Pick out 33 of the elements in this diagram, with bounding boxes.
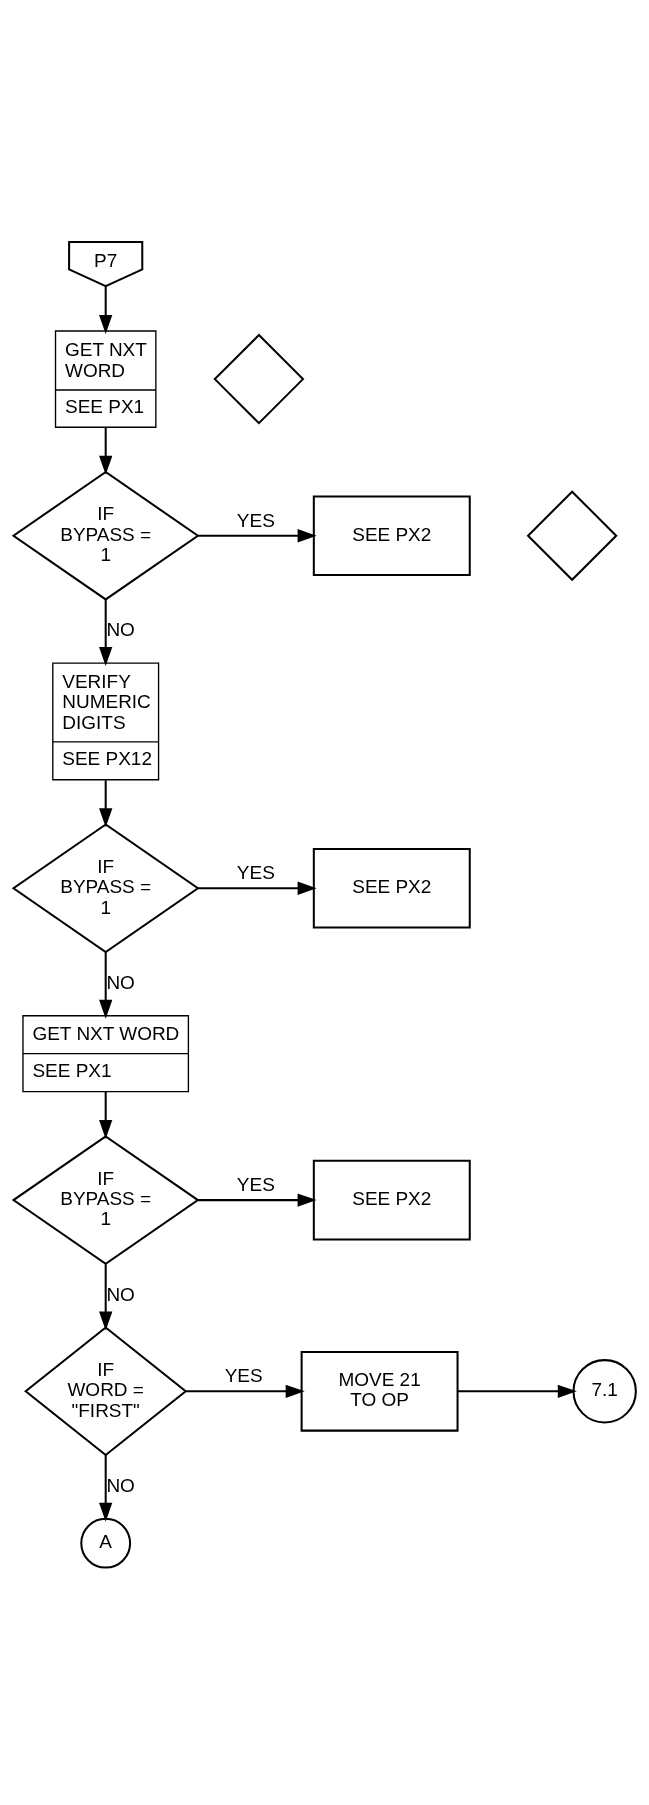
- node-box: SEE PX2: [312, 1159, 471, 1241]
- node-diamond: IF BYPASS = 1: [11, 823, 200, 954]
- arrow: [457, 1384, 577, 1398]
- node-diamond: IF WORD = "FIRST": [24, 1326, 188, 1457]
- node-box: MOVE 21 TO OP: [300, 1350, 459, 1432]
- arrow: [186, 1384, 305, 1398]
- arrow: [99, 952, 113, 1019]
- arrow: [99, 780, 113, 828]
- edge-label: NO: [106, 971, 135, 993]
- node-circle: A: [80, 1517, 132, 1569]
- edge-label: YES: [236, 1173, 275, 1195]
- node-diamond: IF BYPASS = 1: [11, 1135, 200, 1266]
- arrow: [99, 599, 113, 666]
- node-diamond: IF BYPASS = 1: [11, 470, 200, 601]
- node-box: SEE PX2: [312, 847, 471, 929]
- node-box: SEE PX2: [312, 495, 471, 577]
- node-circle: 7.1: [572, 1359, 637, 1424]
- arrow: [99, 1091, 113, 1140]
- edge-label: YES: [224, 1365, 263, 1387]
- edge-label: YES: [236, 509, 275, 531]
- arrow: [99, 1455, 113, 1522]
- node-diamond: [526, 490, 618, 582]
- arrow: [99, 286, 113, 334]
- arrow: [198, 1193, 317, 1207]
- arrow: [198, 529, 317, 543]
- edge-label: NO: [106, 1283, 135, 1305]
- node-diamond: [213, 333, 305, 425]
- arrow: [99, 427, 113, 475]
- edge-label: NO: [106, 1474, 135, 1496]
- edge-label: NO: [106, 619, 135, 641]
- arrow: [198, 881, 317, 895]
- arrow: [99, 1264, 113, 1331]
- edge-label: YES: [236, 862, 275, 884]
